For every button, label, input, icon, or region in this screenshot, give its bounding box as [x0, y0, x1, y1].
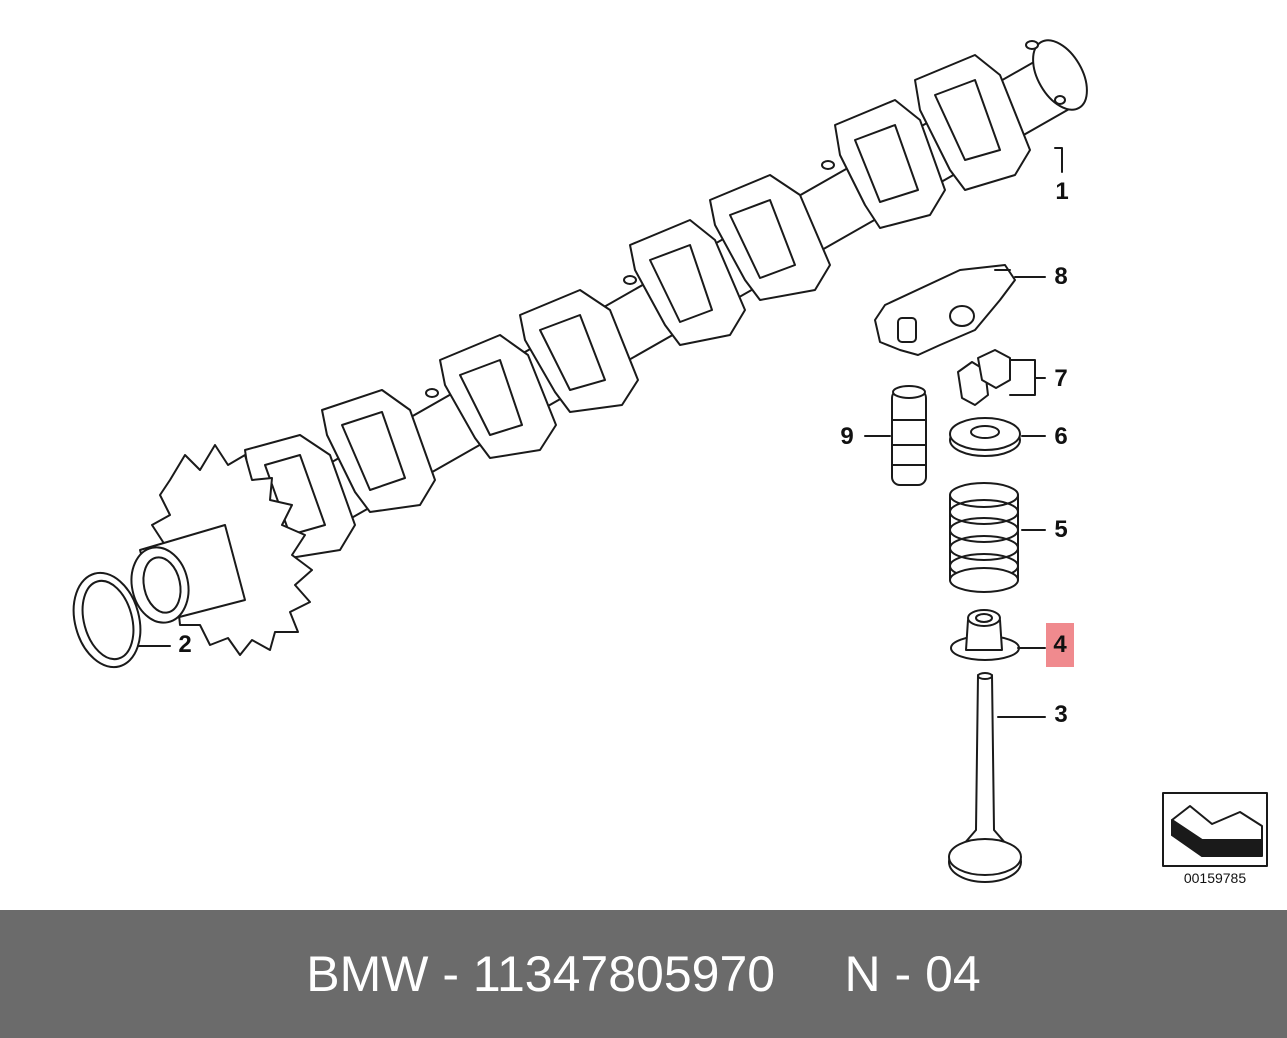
footer-bar: BMW - 11347805970 N - 04	[0, 910, 1287, 1038]
spring-retainer	[949, 417, 1021, 457]
cam-lobe	[709, 174, 831, 301]
diagram-reference-code: 00159785	[1183, 870, 1247, 886]
orientation-arrow-icon	[1162, 792, 1268, 867]
camshaft	[159, 39, 1088, 611]
exploded-view-drawing	[72, 39, 1268, 883]
valve-keepers	[957, 349, 1011, 406]
cam-lobe	[519, 289, 639, 413]
cam-lobe	[629, 219, 746, 346]
parts-diagram: 1 2 3 4 5 6 7 8 9 00159785	[72, 39, 1268, 886]
valve	[948, 672, 1022, 883]
cam-lobe	[914, 54, 1031, 191]
callout-4-highlighted[interactable]: 4	[1046, 623, 1074, 667]
valve-spring	[949, 482, 1019, 593]
footer-part-label: BMW - 11347805970 N - 04	[306, 946, 981, 1002]
callout-1[interactable]: 1	[1055, 178, 1069, 205]
cam-lobe	[439, 334, 557, 459]
sealing-ring	[72, 571, 142, 669]
hydraulic-lifter	[891, 385, 927, 486]
cam-lobe	[834, 99, 946, 229]
valve-stem-seal	[950, 609, 1020, 661]
callout-8[interactable]: 8	[1054, 263, 1068, 290]
callout-9[interactable]: 9	[840, 423, 854, 450]
leader-lines	[137, 147, 1063, 718]
callout-5[interactable]: 5	[1054, 516, 1068, 543]
callout-2[interactable]: 2	[178, 631, 192, 658]
callout-3[interactable]: 3	[1054, 701, 1068, 728]
cam-lobe	[321, 389, 436, 513]
callout-6[interactable]: 6	[1054, 423, 1068, 450]
rocker-arm	[874, 264, 1016, 356]
camshaft-hub	[130, 524, 246, 624]
callout-7[interactable]: 7	[1054, 365, 1068, 392]
